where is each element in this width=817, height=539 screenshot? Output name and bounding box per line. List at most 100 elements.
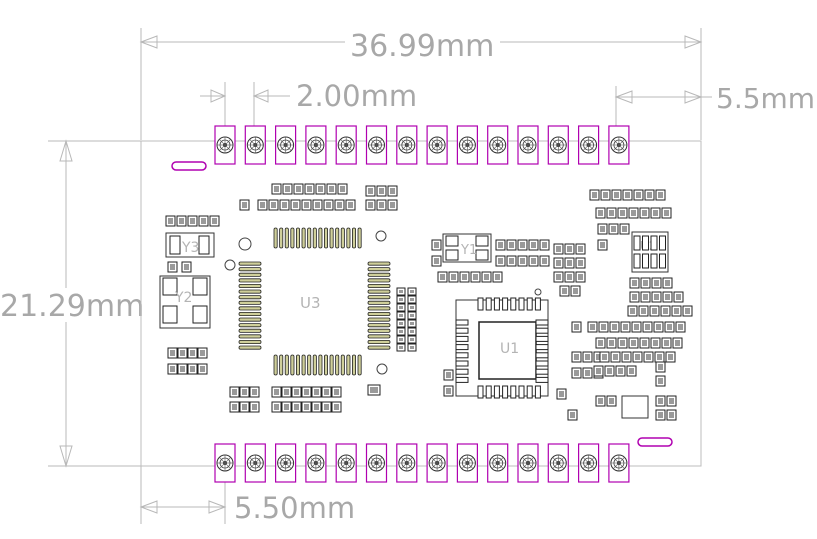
top-header-pin (365, 125, 388, 165)
smd-passive (281, 386, 292, 398)
smd-passive (396, 343, 406, 352)
smd-passive (177, 363, 188, 375)
smd-passive (315, 183, 326, 195)
smd-passive (407, 343, 417, 352)
top-header-pin (305, 125, 327, 165)
bottom-header-pin (214, 443, 236, 483)
smd-passive (575, 257, 586, 269)
smd-passive (610, 351, 621, 363)
smd-passive (407, 327, 417, 336)
smd-passive (553, 243, 564, 255)
smd-passive (559, 285, 570, 297)
smd-passive (564, 271, 575, 283)
smd-passive (506, 239, 517, 251)
smd-passive (281, 401, 292, 413)
smd-passive (187, 363, 198, 375)
smd-passive (638, 305, 649, 317)
smd-passive (407, 295, 417, 304)
smd-passive (495, 239, 506, 251)
smd-passive (209, 215, 220, 227)
top-header-pin (335, 125, 357, 165)
top-header-pin (275, 125, 297, 165)
smd-passive (271, 386, 282, 398)
y2-designator: Y2 (174, 290, 192, 306)
smd-passive (632, 351, 643, 363)
smd-passive (597, 223, 608, 235)
smd-passive (448, 271, 459, 283)
smd-passive (595, 395, 606, 407)
mounting-slot-left (171, 161, 207, 171)
smd-passive (649, 305, 660, 317)
smd-passive (593, 365, 604, 377)
smd-passive (181, 261, 192, 273)
smd-passive (396, 303, 406, 312)
smd-passive (407, 287, 417, 296)
bottom-header-pin (335, 443, 357, 483)
smd-passive (334, 199, 345, 211)
smd-passive (655, 361, 666, 373)
crystal-y2: Y2 (159, 275, 211, 329)
board-outline (140, 140, 702, 467)
smd-passive (639, 207, 650, 219)
smd-passive (604, 365, 615, 377)
smd-passive (621, 351, 632, 363)
smd-passive (165, 215, 176, 227)
smd-passive (539, 255, 550, 267)
smd-passive (229, 401, 240, 413)
smd-passive (655, 409, 666, 421)
smd-passive (312, 199, 323, 211)
smd-passive (470, 271, 481, 283)
smd-passive (367, 384, 381, 396)
smd-passive (653, 321, 664, 333)
smd-passive (595, 207, 606, 219)
smd-passive (599, 351, 610, 363)
smd-passive (582, 351, 593, 363)
usb-chip-u1-footprint: U1 (455, 288, 549, 399)
smd-passive (628, 337, 639, 349)
smd-passive (606, 207, 617, 219)
smd-passive (660, 305, 671, 317)
smd-passive (407, 311, 417, 320)
smd-passive (187, 215, 198, 227)
smd-passive (345, 199, 356, 211)
smd-passive (268, 199, 279, 211)
top-header-pin (487, 125, 509, 165)
fiducial-marker (375, 230, 387, 242)
top-header-pin (396, 125, 418, 165)
smd-passive (655, 395, 666, 407)
smd-passive (396, 319, 406, 328)
smd-passive (643, 351, 654, 363)
smd-passive (611, 189, 622, 201)
mcu-u3-footprint: U3 (224, 227, 391, 376)
smd-passive (553, 271, 564, 283)
pin1-marker (224, 259, 236, 271)
smd-passive (600, 189, 611, 201)
smd-passive (661, 337, 672, 349)
smd-passive (651, 277, 662, 289)
smd-passive (376, 185, 387, 197)
dimension-lines (48, 28, 712, 524)
smd-passive (396, 311, 406, 320)
smd-passive (631, 321, 642, 333)
smd-passive (311, 386, 322, 398)
smd-passive (629, 277, 640, 289)
smd-passive (177, 347, 188, 359)
smd-passive (654, 351, 665, 363)
smd-passive (167, 261, 178, 273)
top-header-pin (244, 125, 266, 165)
smd-passive (167, 363, 178, 375)
smd-passive (622, 189, 633, 201)
smd-passive (571, 351, 582, 363)
smd-passive (437, 271, 448, 283)
smd-passive (575, 271, 586, 283)
smd-passive (661, 207, 672, 219)
smd-passive (627, 305, 638, 317)
smd-passive (279, 199, 290, 211)
smd-passive (290, 199, 301, 211)
smd-passive (167, 347, 178, 359)
smd-passive (650, 337, 661, 349)
smd-passive (567, 409, 578, 421)
smd-passive (301, 401, 312, 413)
fiducial-marker (376, 363, 388, 375)
